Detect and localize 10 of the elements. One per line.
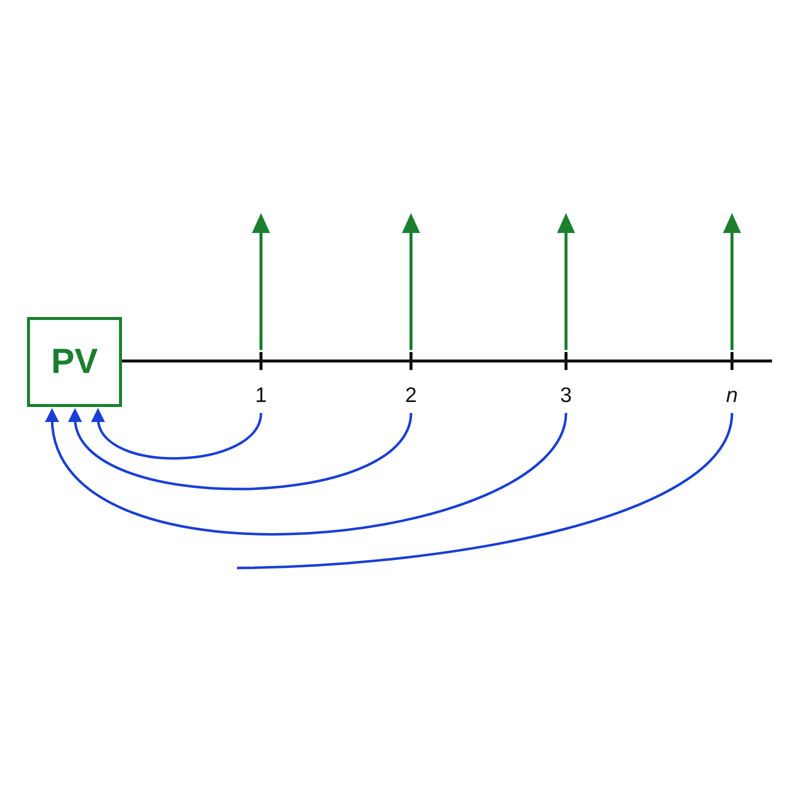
- connector-arrow: [69, 408, 412, 490]
- box-label: PV: [51, 342, 98, 382]
- connector-arrow: [92, 408, 262, 460]
- period-label: 2: [396, 380, 426, 412]
- connector-arrow: [46, 408, 568, 535]
- period-label: 3: [551, 380, 581, 412]
- period-label: n: [717, 380, 747, 412]
- period-label: 1: [246, 380, 276, 412]
- value-box: [27, 317, 122, 407]
- connector-line: [236, 412, 734, 570]
